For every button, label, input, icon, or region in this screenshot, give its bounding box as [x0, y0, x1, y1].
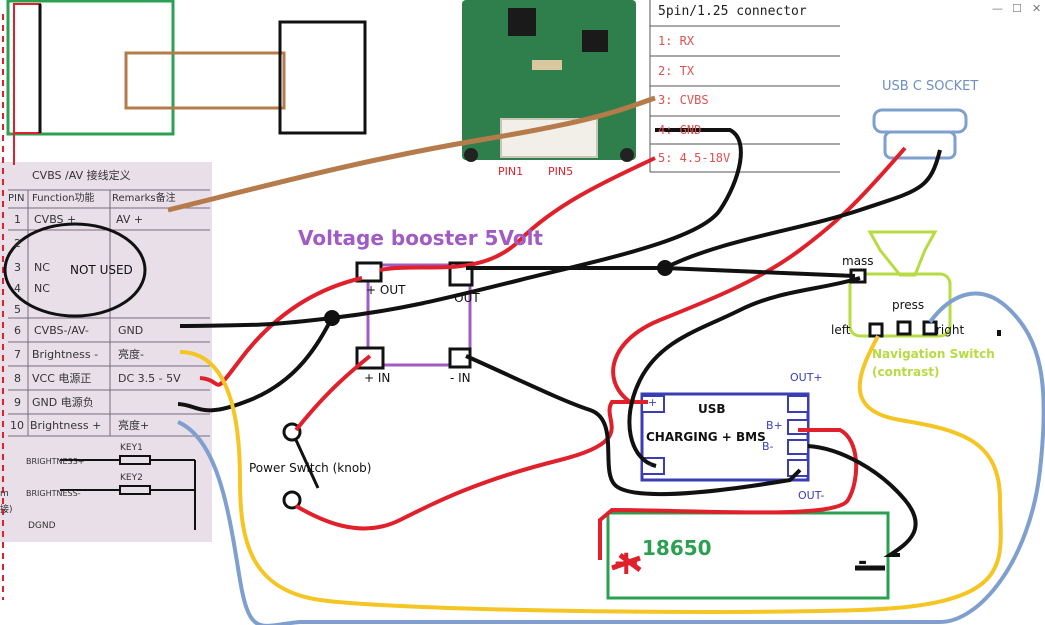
- connector-pin-1: 1: RX: [658, 34, 695, 48]
- table-row: VCC 电源正: [32, 372, 92, 385]
- usb-charging-bms: [640, 392, 810, 482]
- usb-c-socket: [872, 108, 968, 134]
- table-row: 8: [14, 372, 21, 385]
- not-used-label: NOT USED: [70, 263, 133, 277]
- maximize-icon[interactable]: ☐: [1012, 2, 1022, 15]
- table-row: GND: [118, 324, 144, 337]
- connector-pin-5: 5: 4.5-18V: [658, 151, 731, 165]
- bms-b-neg: B-: [762, 440, 774, 453]
- key1-label: BRIGHTNESS+: [26, 457, 85, 466]
- table-row: DC 3.5 - 5V: [118, 372, 181, 385]
- nav-left-label: left: [831, 323, 851, 337]
- navigation-switch: [848, 272, 952, 338]
- pinout-sheet-photo: [0, 162, 212, 542]
- power-switch-label: Power Switch (knob): [249, 461, 372, 475]
- table-header-function: Function功能: [32, 193, 95, 204]
- screw-icon: [464, 148, 478, 162]
- table-row: AV +: [116, 213, 144, 226]
- close-icon[interactable]: ✕: [1032, 2, 1042, 15]
- connector-pin-4: 4: GND: [658, 123, 702, 137]
- display-edge: [13, 3, 41, 134]
- table-row: 10: [10, 419, 24, 432]
- table-row: 亮度+: [118, 419, 150, 432]
- table-row: 5: [14, 303, 21, 316]
- battery-plus-icon: +: [612, 543, 641, 583]
- component-icon: [532, 60, 562, 70]
- bms-b-pos: B+: [766, 419, 783, 432]
- minimize-icon[interactable]: —: [992, 2, 1003, 15]
- nav-right-label: right: [936, 323, 965, 337]
- nav-knob-icon: [867, 230, 938, 277]
- key2-label: BRIGHTNESS-: [26, 489, 81, 498]
- pin5-label: PIN5: [548, 165, 574, 178]
- bms-out-neg: OUT-: [798, 489, 825, 502]
- bms-line2: CHARGING + BMS: [646, 430, 766, 444]
- table-row: Brightness -: [32, 348, 99, 361]
- usb-c-socket-label: USB C SOCKET: [882, 79, 979, 94]
- table-row: GND 电源负: [32, 396, 94, 409]
- table-title: CVBS /AV 接线定义: [32, 169, 131, 182]
- connector-pin-3: 3: CVBS: [658, 93, 709, 107]
- nav-mass-label: mass: [842, 254, 874, 268]
- table-row: 1: [14, 213, 21, 226]
- key2-name: KEY2: [120, 473, 143, 483]
- pin1-label: PIN1: [498, 165, 524, 178]
- usb-c-socket-body: [883, 130, 957, 160]
- display-outline: [6, 0, 175, 136]
- nav-switch-title: Navigation Switch: [872, 347, 995, 361]
- table-row: NC: [34, 261, 50, 274]
- booster-in-pos-label: + IN: [364, 371, 391, 385]
- table-header-pin: PIN: [8, 193, 25, 204]
- key1-name: KEY1: [120, 443, 143, 453]
- chip-icon: [508, 8, 536, 36]
- table-row: 3: [14, 261, 21, 274]
- table-row: 7: [14, 348, 21, 361]
- bms-line1: USB: [698, 402, 726, 416]
- connector-outline: [124, 51, 286, 110]
- table-row: 4: [14, 282, 21, 295]
- dgnd-label: DGND: [28, 521, 56, 531]
- booster-in-neg-label: - IN: [450, 371, 471, 385]
- not-used-circle: [3, 222, 147, 318]
- table-row: 9: [14, 396, 21, 409]
- bms-plus: +: [648, 396, 658, 409]
- jst-connector: [500, 118, 598, 158]
- table-row: CVBS-/AV-: [34, 324, 89, 337]
- nav-press-label: press: [892, 298, 925, 312]
- chip-icon: [582, 30, 608, 52]
- connector-pin-2: 2: TX: [658, 64, 695, 78]
- connector-title: 5pin/1.25 connector: [658, 4, 807, 19]
- nav-switch-subtitle: (contrast): [872, 365, 940, 379]
- battery-minus-icon: -: [858, 550, 868, 575]
- table-header-remarks: Remarks备注: [112, 193, 176, 204]
- battery-label: 18650: [642, 536, 712, 560]
- booster-out-pos-label: + OUT: [366, 283, 406, 297]
- lens-outline: [278, 20, 367, 135]
- table-row: 亮度-: [118, 348, 144, 361]
- sheet-fragment: m: [0, 489, 9, 499]
- table-row: Brightness +: [30, 419, 102, 432]
- table-row: 6: [14, 324, 21, 337]
- table-row: NC: [34, 282, 50, 295]
- table-row: 2: [14, 237, 21, 250]
- table-row: CVBS +: [34, 213, 77, 226]
- switch-terminal: [282, 490, 302, 510]
- sheet-fragment: 接): [0, 505, 13, 515]
- camera-pcb: [462, 0, 636, 162]
- screw-icon: [620, 148, 634, 162]
- bms-out-pos: OUT+: [790, 371, 823, 384]
- booster-out-neg-label: - OUT: [446, 291, 480, 305]
- booster-title: Voltage booster 5Volt: [298, 226, 543, 250]
- booster-out-pos-pad: [355, 261, 383, 283]
- bms-minus: -: [648, 458, 652, 471]
